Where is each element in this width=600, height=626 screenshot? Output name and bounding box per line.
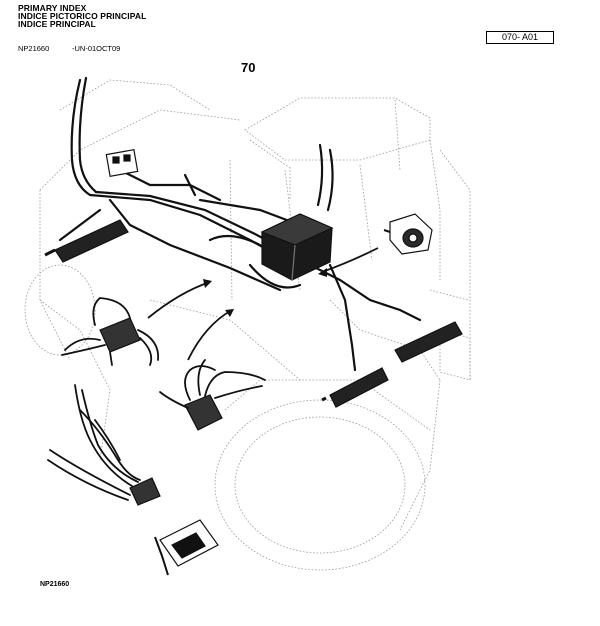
image-id: NP21660 xyxy=(18,44,50,53)
mounting-bracket xyxy=(154,519,219,576)
control-unit-box xyxy=(260,213,334,281)
tractor-outline xyxy=(24,79,471,571)
key-number: 70 xyxy=(241,60,256,75)
left-cylinder xyxy=(44,219,129,263)
hydraulic-valve-assembly-middle xyxy=(159,359,266,431)
hydraulic-hose-assembly-lower xyxy=(47,384,161,506)
harness-connector-block xyxy=(105,149,139,177)
right-cylinders xyxy=(321,321,463,408)
page-reference-box: 070- A01 xyxy=(486,31,554,44)
title-indice-principal: INDICE PRINCIPAL xyxy=(18,19,96,29)
title-primary-index: PRIMARY INDEX xyxy=(18,3,87,13)
sensor-module xyxy=(383,213,433,255)
title-indice-pictorico: INDICE PICTORICO PRINCIPAL xyxy=(18,11,147,21)
date-code: -UN-01OCT09 xyxy=(72,44,121,53)
arrow-heads xyxy=(203,268,327,317)
hydraulic-valve-assembly-upper xyxy=(61,297,160,366)
footer-image-id: NP21660 xyxy=(40,581,70,588)
